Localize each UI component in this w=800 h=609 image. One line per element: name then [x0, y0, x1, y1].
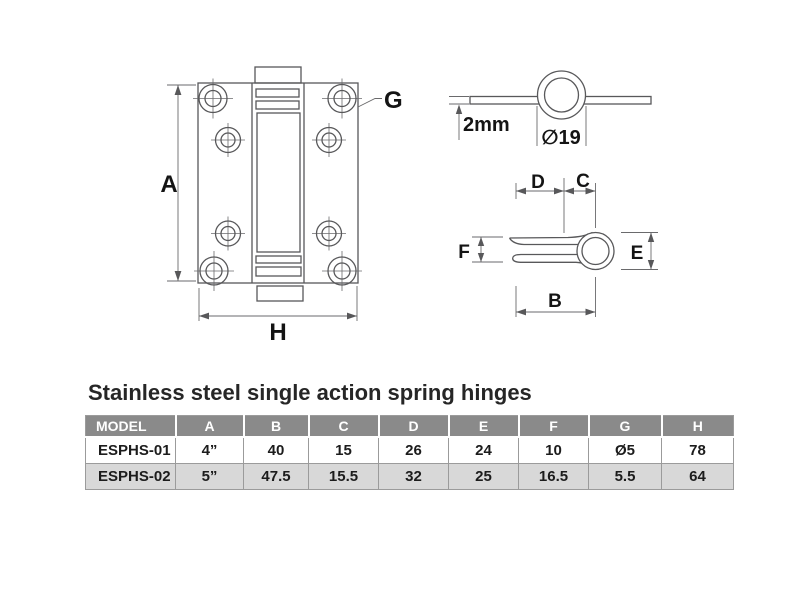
- model-cell: ESPHS-01: [85, 436, 176, 464]
- value-cell: 10: [518, 436, 589, 464]
- technical-drawing: A H G: [160, 66, 658, 346]
- callout-g-label: G: [384, 87, 403, 114]
- table-header-row: MODEL A B C D E F G H: [85, 415, 734, 438]
- model-cell: ESPHS-02: [85, 463, 176, 490]
- dimension-a-label: A: [160, 171, 177, 198]
- value-cell: 40: [243, 436, 309, 464]
- page-title: Stainless steel single action spring hin…: [88, 380, 532, 405]
- header-model: MODEL: [85, 415, 177, 438]
- screw-hole: [210, 215, 246, 252]
- value-cell: 4”: [175, 436, 244, 464]
- dimension-b-label: B: [548, 291, 562, 312]
- knuckle-section-view: 2mm ∅19: [449, 70, 652, 149]
- profile-section-view: D C F E: [458, 171, 658, 317]
- value-cell: Ø5: [588, 436, 662, 464]
- value-cell: 64: [661, 463, 734, 490]
- upper-leaf-top-edge: [509, 231, 593, 239]
- screw-hole: [321, 250, 363, 292]
- header-g: G: [588, 415, 663, 438]
- barrel-bottom-cap: [256, 285, 304, 302]
- callout-g: G: [357, 87, 403, 114]
- header-e: E: [448, 415, 520, 438]
- table-row-esphs-01: ESPHS-01 4” 40 15 26 24 10 Ø5 78: [85, 436, 734, 464]
- screw-hole: [210, 122, 246, 158]
- dimension-h-label: H: [269, 319, 286, 346]
- value-cell: 24: [448, 436, 519, 464]
- header-c: C: [308, 415, 380, 438]
- hinge-body: [197, 82, 359, 284]
- dimension-e: E: [621, 232, 658, 270]
- barrel-top-cap: [254, 66, 302, 84]
- spec-table: MODEL A B C D E F G H ESPHS-01 4” 40 15 …: [85, 415, 734, 490]
- screw-hole: [311, 122, 347, 158]
- dimension-c-label: C: [576, 171, 590, 192]
- screw-hole: [311, 215, 347, 252]
- screw-hole: [193, 250, 235, 292]
- screw-hole: [321, 77, 363, 120]
- right-leaf-section: [582, 95, 652, 105]
- value-cell: 25: [448, 463, 519, 490]
- spring-window: [256, 112, 301, 253]
- header-a: A: [175, 415, 245, 438]
- dimension-f-label: F: [458, 242, 470, 263]
- value-cell: 5”: [175, 463, 244, 490]
- dimension-diameter: ∅19: [536, 106, 587, 149]
- screw-hole: [192, 77, 234, 120]
- value-cell: 16.5: [518, 463, 589, 490]
- dimension-d-label: D: [531, 172, 545, 193]
- value-cell: 5.5: [588, 463, 662, 490]
- dimension-a: A: [160, 84, 196, 282]
- dimension-d-c: D C: [515, 171, 596, 233]
- dimension-e-label: E: [631, 243, 644, 264]
- barrel-slat: [255, 255, 302, 264]
- header-h: H: [661, 415, 734, 438]
- profile-knuckle-inner: [581, 236, 610, 266]
- header-b: B: [243, 415, 310, 438]
- dimension-f: F: [458, 236, 503, 263]
- value-cell: 15: [308, 436, 379, 464]
- barrel-slat: [255, 100, 300, 110]
- knuckle-inner-circle: [543, 77, 580, 113]
- table-row-esphs-02: ESPHS-02 5” 47.5 15.5 32 25 16.5 5.5 64: [85, 463, 734, 490]
- upper-leaf-bottom-edge: [508, 237, 580, 246]
- header-d: D: [378, 415, 450, 438]
- thickness-label: 2mm: [463, 114, 510, 136]
- left-leaf-section: [469, 95, 541, 105]
- barrel-slat: [255, 88, 300, 98]
- dimension-h: H: [198, 286, 358, 346]
- value-cell: 26: [378, 436, 449, 464]
- value-cell: 15.5: [308, 463, 379, 490]
- diameter-label: ∅19: [541, 127, 580, 149]
- value-cell: 32: [378, 463, 449, 490]
- barrel-slat: [255, 266, 302, 277]
- header-f: F: [518, 415, 590, 438]
- value-cell: 47.5: [243, 463, 309, 490]
- dimension-thickness: 2mm: [449, 96, 510, 140]
- hinge-front-view: A H G: [160, 66, 403, 346]
- dimension-b: B: [515, 277, 596, 317]
- value-cell: 78: [661, 436, 734, 464]
